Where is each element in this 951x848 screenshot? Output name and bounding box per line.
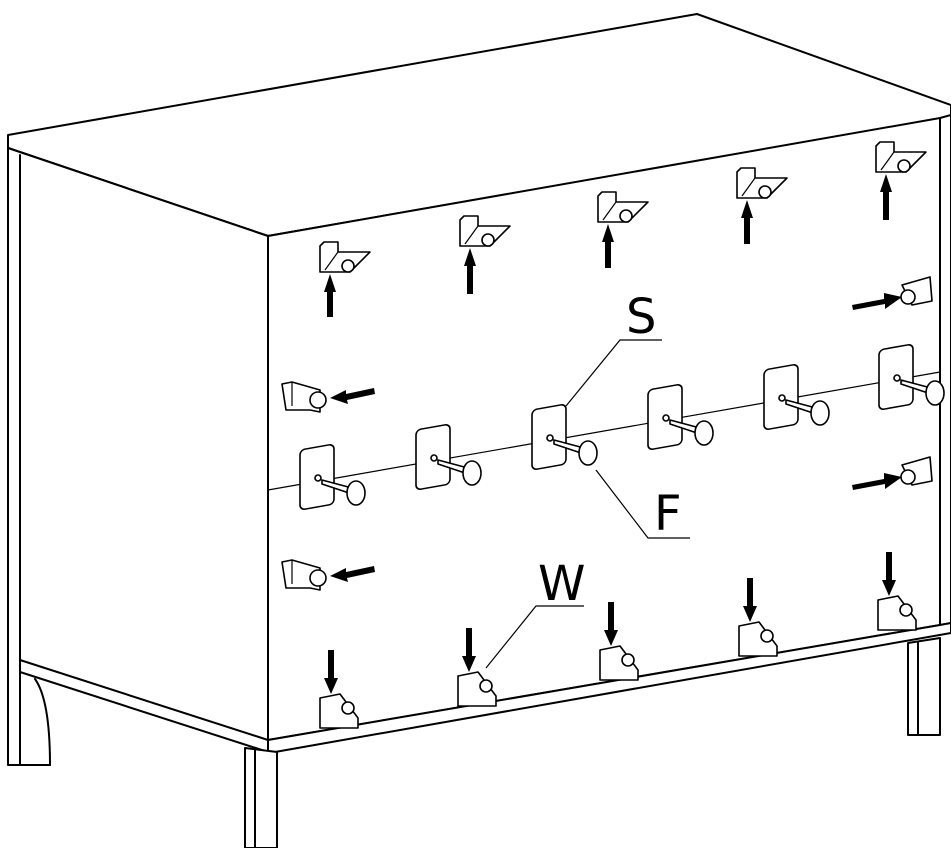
callout-s: S: [565, 289, 662, 407]
connector-plate: [531, 403, 598, 471]
top-clips: [319, 141, 927, 317]
bottom-clip: [877, 552, 917, 631]
side-clip-right: [852, 456, 933, 490]
callout-f: F: [595, 469, 690, 542]
top-clip: [597, 191, 649, 268]
side-clip-left: [281, 381, 375, 413]
bottom-clip: [599, 602, 639, 681]
top-clip: [875, 141, 927, 220]
bottom-clip: [457, 628, 497, 707]
right-side-clips: [852, 276, 933, 490]
label-s: S: [626, 289, 656, 345]
left-side-clips: [281, 381, 375, 591]
label-f: F: [654, 486, 682, 542]
cabinet-left-side: [7, 147, 269, 766]
top-clip: [736, 167, 788, 244]
top-clip: [319, 241, 371, 317]
callout-w: W: [485, 556, 585, 669]
bottom-clip: [738, 578, 778, 657]
connector-plate: [878, 343, 945, 411]
connector-plate: [647, 383, 714, 451]
connector-plate: [299, 443, 366, 511]
leg-front-left: [244, 747, 278, 848]
side-clip-right: [852, 276, 933, 310]
connector-plate: [415, 423, 482, 491]
bottom-clips: [319, 552, 917, 729]
bottom-clip: [319, 650, 359, 729]
top-clip: [459, 215, 511, 294]
side-clip-left: [281, 559, 375, 591]
connector-plate: [763, 363, 830, 431]
plates-with-screws: [299, 343, 945, 511]
shelf-divider-line: [267, 371, 941, 491]
cabinet: [7, 13, 951, 848]
label-w: W: [538, 556, 585, 612]
leg-right: [907, 637, 941, 736]
